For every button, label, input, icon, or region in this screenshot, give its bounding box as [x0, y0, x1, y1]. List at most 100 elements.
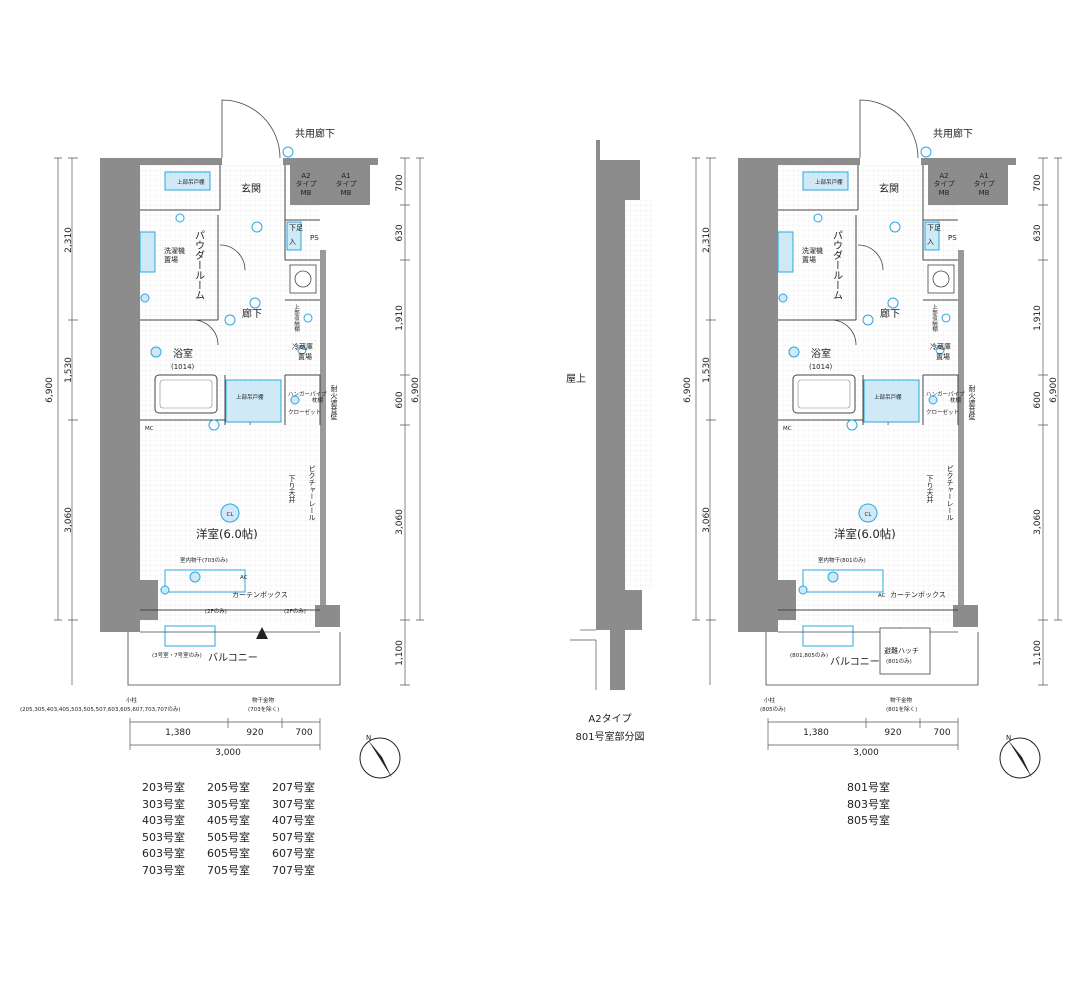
compass-left	[359, 737, 401, 779]
svg-text:3,060: 3,060	[1033, 509, 1043, 535]
svg-text:上部吊戸棚: 上部吊戸棚	[177, 178, 205, 186]
fireproof-wall-label: 耐火遮音壁	[330, 384, 338, 420]
svg-text:A1: A1	[341, 172, 350, 180]
svg-text:入: 入	[289, 238, 296, 246]
room-number: 603号室	[142, 847, 185, 860]
svg-text:1,100: 1,100	[1033, 640, 1043, 666]
svg-text:700: 700	[1033, 174, 1043, 191]
svg-text:1,530: 1,530	[702, 357, 712, 383]
room-number: 801号室	[847, 781, 890, 794]
svg-text:(2Fのみ): (2Fのみ)	[205, 608, 227, 615]
svg-text:AC: AC	[240, 575, 248, 581]
powder-room-label: パウダールーム	[193, 230, 205, 300]
svg-text:バルコニー: バルコニー	[830, 656, 880, 668]
north-label-right: N	[1006, 734, 1011, 742]
svg-text:920: 920	[246, 728, 263, 738]
svg-text:洋室(6.0帖): 洋室(6.0帖)	[834, 527, 896, 541]
svg-text:(801,805のみ): (801,805のみ)	[790, 652, 828, 659]
svg-text:枕棚: 枕棚	[312, 396, 324, 404]
balcony-label: バルコニー	[208, 652, 258, 664]
svg-text:6,900: 6,900	[45, 377, 55, 403]
room-number: 705号室	[207, 863, 250, 877]
svg-text:上部収納棚: 上部収納棚	[293, 303, 300, 333]
svg-text:6,900: 6,900	[683, 377, 693, 403]
svg-text:タイプ: タイプ	[296, 179, 317, 188]
svg-text:耐火遮音壁: 耐火遮音壁	[968, 384, 976, 420]
room-number: 803号室	[847, 797, 890, 811]
svg-text:630: 630	[395, 224, 405, 241]
svg-text:CL: CL	[865, 512, 873, 518]
hatch-label: 避難ハッチ	[884, 646, 919, 655]
svg-text:上部吊戸棚: 上部吊戸棚	[874, 393, 902, 401]
room-number: 205号室	[207, 781, 250, 794]
north-label-left: N	[366, 734, 371, 742]
svg-text:600: 600	[1033, 391, 1043, 408]
western-room-label: 洋室(6.0帖)	[196, 527, 258, 541]
svg-text:置場: 置場	[298, 352, 312, 361]
svg-text:6,900: 6,900	[411, 377, 421, 403]
svg-text:(801のみ): (801のみ)	[886, 658, 912, 665]
svg-text:3,060: 3,060	[395, 509, 405, 535]
left-floor-plan	[53, 99, 425, 751]
svg-text:クローゼット: クローゼット	[926, 408, 959, 416]
svg-text:タイプ: タイプ	[336, 179, 357, 188]
svg-text:玄関: 玄関	[879, 182, 899, 195]
svg-text:1,910: 1,910	[1033, 305, 1043, 331]
svg-text:ハンガーパイプ: ハンガーパイプ	[288, 390, 327, 398]
room-number: 407号室	[272, 814, 315, 827]
svg-text:1,910: 1,910	[395, 305, 405, 331]
svg-text:タイプ: タイプ	[974, 179, 995, 188]
svg-text:入: 入	[927, 238, 934, 246]
svg-text:700: 700	[933, 728, 950, 738]
type-label: A2タイプ	[588, 713, 631, 725]
svg-text:3,000: 3,000	[215, 748, 241, 758]
svg-text:物干金物: 物干金物	[890, 696, 913, 704]
partial-plan-label: 801号室部分図	[575, 730, 644, 743]
svg-text:浴室: 浴室	[811, 347, 831, 360]
svg-text:A2: A2	[939, 172, 948, 180]
room-number: 305号室	[207, 797, 250, 811]
svg-text:1,530: 1,530	[64, 357, 74, 383]
compass-right	[999, 737, 1041, 779]
indoor-dryer-801: 室内物干(801のみ)	[818, 556, 866, 564]
svg-text:(205,305,403,405,503,505,507,6: (205,305,403,405,503,505,507,603,605,607…	[20, 706, 181, 713]
svg-text:A1: A1	[979, 172, 988, 180]
svg-text:下足: 下足	[927, 224, 941, 232]
svg-text:置場: 置場	[164, 255, 178, 264]
svg-text:700: 700	[395, 174, 405, 191]
svg-text:小柱: 小柱	[764, 696, 776, 704]
room-number: 507号室	[272, 830, 315, 844]
room-number: 307号室	[272, 797, 315, 811]
svg-text:1,100: 1,100	[395, 640, 405, 666]
svg-text:(1014): (1014)	[171, 363, 195, 371]
svg-text:(3号室・7号室のみ): (3号室・7号室のみ)	[152, 651, 202, 659]
right-floor-plan	[691, 99, 1063, 751]
svg-text:700: 700	[295, 728, 312, 738]
svg-text:ピクチャーレール: ピクチャーレール	[946, 465, 954, 521]
t-marker-icon	[282, 146, 294, 158]
room-number: 203号室	[142, 781, 185, 794]
room-number: 805号室	[847, 814, 890, 827]
picture-rail-label: ピクチャーレール	[308, 465, 316, 521]
svg-text:630: 630	[1033, 224, 1043, 241]
room-number: 605号室	[207, 847, 250, 860]
hall-label: 廊下	[242, 307, 262, 320]
svg-text:下足: 下足	[289, 224, 303, 232]
room-number: 405号室	[207, 814, 250, 827]
svg-text:冷蔵庫: 冷蔵庫	[292, 342, 313, 351]
svg-text:AC: AC	[878, 593, 886, 599]
svg-text:2,310: 2,310	[64, 227, 74, 253]
room-number: 607号室	[272, 847, 315, 860]
svg-text:クローゼット: クローゼット	[288, 408, 321, 416]
entrance-label: 玄関	[241, 182, 261, 195]
ps-label: PS	[310, 234, 319, 242]
svg-text:MB: MB	[341, 189, 352, 197]
svg-text:(1014): (1014)	[809, 363, 833, 371]
svg-text:ハンガーパイプ: ハンガーパイプ	[926, 390, 965, 398]
room-number: 505号室	[207, 830, 250, 844]
room-number: 403号室	[142, 814, 185, 827]
